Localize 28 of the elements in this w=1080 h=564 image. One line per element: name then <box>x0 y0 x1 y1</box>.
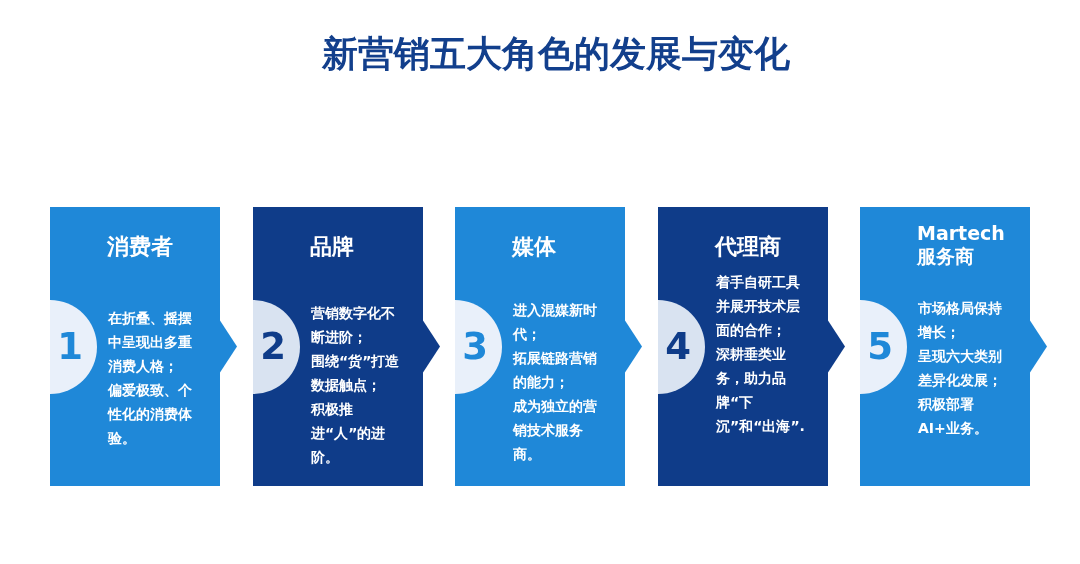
card-text: 呈现六大类别差异化发展； <box>918 347 1003 390</box>
card-text: 成为独立的营销技术服务商。 <box>513 397 598 464</box>
chevron-arrow <box>423 320 440 373</box>
card-text: 深耕垂类业务，助力品牌“下沉”和“出海”. <box>716 345 806 436</box>
card-text: 营销数字化不断进阶； <box>311 304 396 347</box>
step-card <box>253 207 423 486</box>
step-card <box>860 207 1030 486</box>
title: 新营销五大角色的发展与变化 <box>322 32 790 76</box>
card-text: 市场格局保持增长； <box>918 299 1003 342</box>
step-card <box>50 207 220 486</box>
chevron-arrow <box>625 320 642 373</box>
card-text: 积极推进“人”的进阶。 <box>311 400 387 467</box>
card-text: 围绕“货”打造数据触点； <box>311 352 401 395</box>
chevron-arrow <box>828 320 845 373</box>
card-text: 进入混媒新时代； <box>513 301 598 344</box>
card-heading: 品牌 <box>310 233 355 260</box>
card-heading: 消费者 <box>107 233 174 260</box>
card-heading: 媒体 <box>512 233 557 260</box>
step-card <box>455 207 625 486</box>
card-heading: 代理商 <box>715 233 782 260</box>
step-card <box>658 207 828 486</box>
card-text: 在折叠、摇摆中呈现出多重消费人格； <box>108 309 193 376</box>
chevron-arrow <box>1030 320 1047 373</box>
card-text: 着手自研工具并展开技术层面的合作； <box>716 273 801 340</box>
card-text: 积极部署AI+业务。 <box>918 395 989 438</box>
card-text: 偏爱极致、个性化的消费体验。 <box>108 381 193 448</box>
card-text: 拓展链路营销的能力； <box>513 349 598 392</box>
card-heading: Martech 服务商 <box>917 221 1006 268</box>
